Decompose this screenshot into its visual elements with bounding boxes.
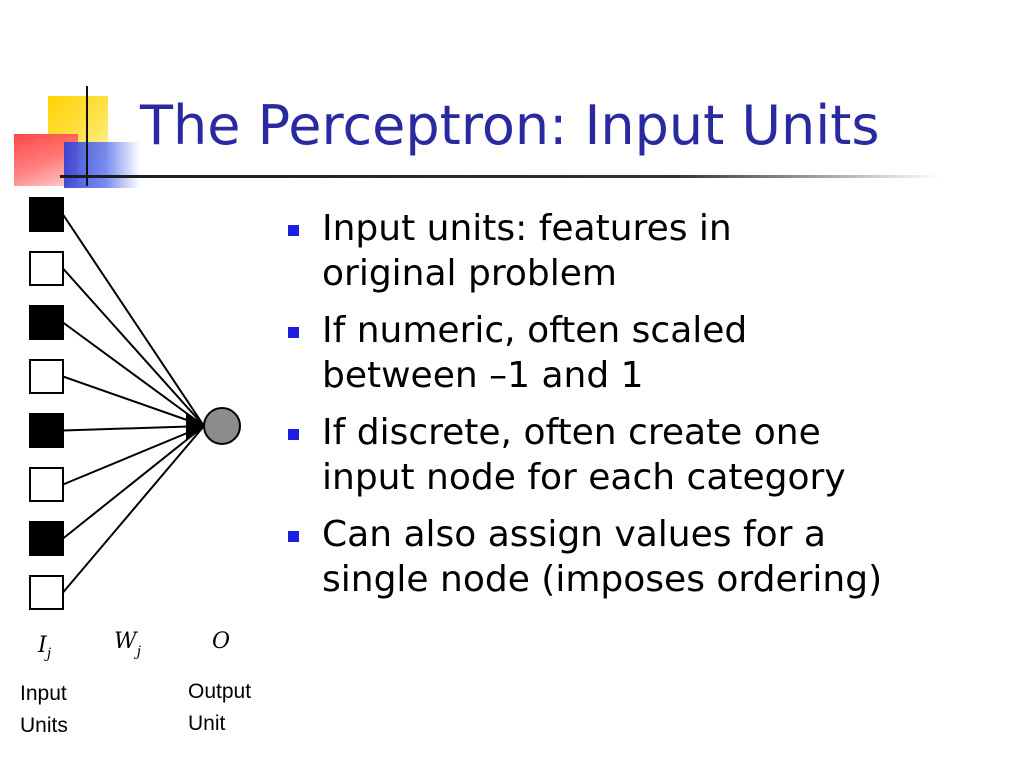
input-unit-empty bbox=[29, 575, 64, 610]
bullet-text-line: If numeric, often scaled bbox=[322, 310, 748, 351]
weight-edge bbox=[62, 321, 205, 427]
weight-variable-label: Wj bbox=[114, 629, 142, 660]
square-bullet-icon bbox=[288, 225, 299, 236]
output-node bbox=[203, 407, 241, 445]
output-variable-label: O bbox=[212, 629, 230, 654]
bullet-text-line: Input units: features in bbox=[322, 208, 732, 249]
square-bullet-icon bbox=[288, 327, 299, 338]
square-bullet-icon bbox=[288, 531, 299, 542]
input-unit-filled bbox=[29, 197, 64, 232]
weight-edge bbox=[62, 213, 205, 427]
square-bullet-icon bbox=[288, 429, 299, 440]
title-underline bbox=[60, 175, 940, 178]
weight-edge bbox=[62, 425, 205, 594]
perceptron-diagram: Ij Wj O bbox=[0, 190, 280, 670]
bullet-item: Can also assign values for a single node… bbox=[288, 512, 988, 602]
bullet-text-line: Can also assign values for a bbox=[322, 514, 826, 555]
weight-edge bbox=[62, 267, 205, 427]
input-caption-line-1: Input bbox=[20, 682, 67, 705]
bullet-text-line: single node (imposes ordering) bbox=[322, 559, 883, 600]
decorative-blue-square bbox=[64, 142, 140, 188]
weight-edge bbox=[62, 425, 205, 486]
input-unit-filled bbox=[29, 521, 64, 556]
input-units-caption: Input Units bbox=[20, 678, 68, 742]
input-unit-empty bbox=[29, 251, 64, 286]
bullet-text-line: input node for each category bbox=[322, 457, 846, 498]
weight-edge bbox=[62, 425, 205, 540]
slide-title: The Perceptron: Input Units bbox=[140, 94, 880, 157]
bullet-text-line: If discrete, often create one bbox=[322, 412, 821, 453]
weight-edge bbox=[62, 375, 205, 427]
bullet-item: If discrete, often create one input node… bbox=[288, 410, 988, 500]
bullet-text-line: between –1 and 1 bbox=[322, 355, 644, 396]
output-caption-line-2: Unit bbox=[188, 712, 226, 735]
bullet-list: Input units: features in original proble… bbox=[288, 206, 988, 614]
input-unit-empty bbox=[29, 467, 64, 502]
input-unit-filled bbox=[29, 413, 64, 448]
bullet-item: If numeric, often scaled between –1 and … bbox=[288, 308, 988, 398]
output-unit-caption: Output Unit bbox=[188, 676, 251, 740]
input-unit-filled bbox=[29, 305, 64, 340]
weight-edges bbox=[62, 213, 205, 594]
input-unit-empty bbox=[29, 359, 64, 394]
output-caption-line-1: Output bbox=[188, 680, 252, 703]
decorative-vertical-line bbox=[86, 86, 88, 186]
input-caption-line-2: Units bbox=[20, 714, 68, 737]
bullet-item: Input units: features in original proble… bbox=[288, 206, 988, 296]
perceptron-diagram-svg: Ij Wj O bbox=[29, 197, 241, 662]
weight-edge bbox=[62, 425, 205, 432]
bullet-text-line: original problem bbox=[322, 253, 617, 294]
input-unit-column bbox=[29, 197, 64, 610]
input-variable-label: Ij bbox=[37, 633, 52, 662]
arrowhead-icon bbox=[186, 412, 205, 440]
